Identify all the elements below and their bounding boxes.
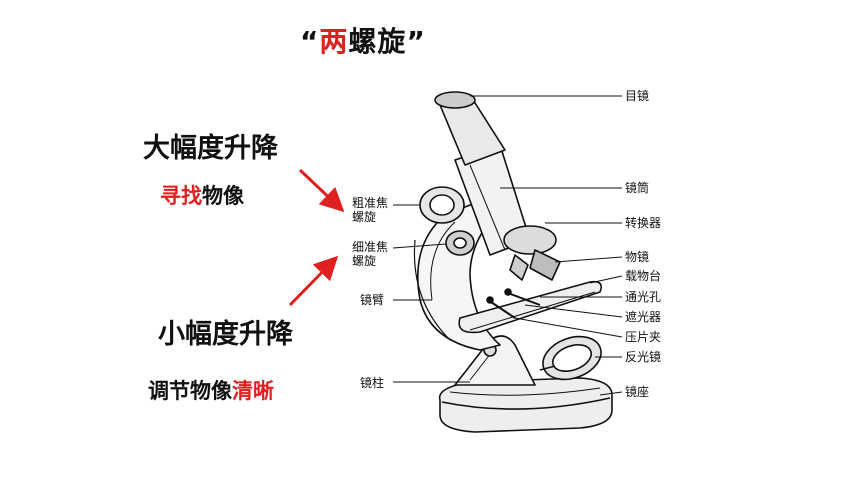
microscope-drawing — [413, 91, 613, 433]
title-highlight: 两 — [319, 25, 349, 58]
label-nosepiece: 转换器 — [625, 216, 662, 230]
title-open-quote: “ — [300, 25, 320, 58]
coarse-use: 寻找物像 — [160, 180, 244, 210]
arm-shape — [417, 204, 501, 351]
label-stage: 载物台 — [625, 269, 662, 283]
label-mirror: 反光镜 — [625, 350, 662, 364]
label-base: 镜座 — [625, 385, 650, 399]
coarse-heading: 大幅度升降 — [143, 133, 278, 164]
fine-heading: 小幅度升降 — [158, 319, 293, 350]
label-aperture: 通光孔 — [625, 290, 662, 304]
coarse-arrow — [298, 168, 345, 213]
fine-use-red: 清晰 — [232, 379, 274, 403]
stage-shape — [458, 280, 603, 334]
label-coarse-knob-line2: 螺旋 — [352, 210, 377, 224]
title-rest: 螺旋 — [348, 25, 407, 58]
label-fine-knob: 细准焦 螺旋 — [352, 240, 388, 268]
label-fine-knob-line2: 螺旋 — [352, 254, 377, 268]
objective-shape — [529, 249, 561, 281]
leader-lines — [392, 95, 623, 396]
coarse-use-red: 寻找 — [160, 184, 202, 208]
label-fine-knob-line1: 细准焦 — [352, 240, 389, 254]
base-shape — [438, 377, 613, 433]
label-arm: 镜臂 — [360, 293, 385, 307]
fine-use-black: 调节物像 — [148, 379, 232, 403]
coarse-use-black: 物像 — [202, 184, 244, 208]
label-clip: 压片夹 — [625, 330, 662, 344]
label-tube: 镜筒 — [625, 181, 650, 195]
label-objective: 物镜 — [625, 250, 650, 264]
fine-use: 调节物像清晰 — [148, 375, 274, 405]
title-close-quote: ” — [406, 25, 426, 58]
label-coarse-knob-line1: 粗准焦 — [352, 196, 389, 210]
nosepiece-shape — [503, 225, 557, 255]
label-diaphragm: 遮光器 — [625, 310, 662, 324]
label-eyepiece: 目镜 — [625, 89, 650, 103]
label-pillar: 镜柱 — [360, 376, 385, 390]
fine-arrow — [288, 255, 339, 307]
page-title: “两螺旋” — [300, 20, 426, 60]
label-coarse-knob: 粗准焦 螺旋 — [352, 196, 388, 224]
